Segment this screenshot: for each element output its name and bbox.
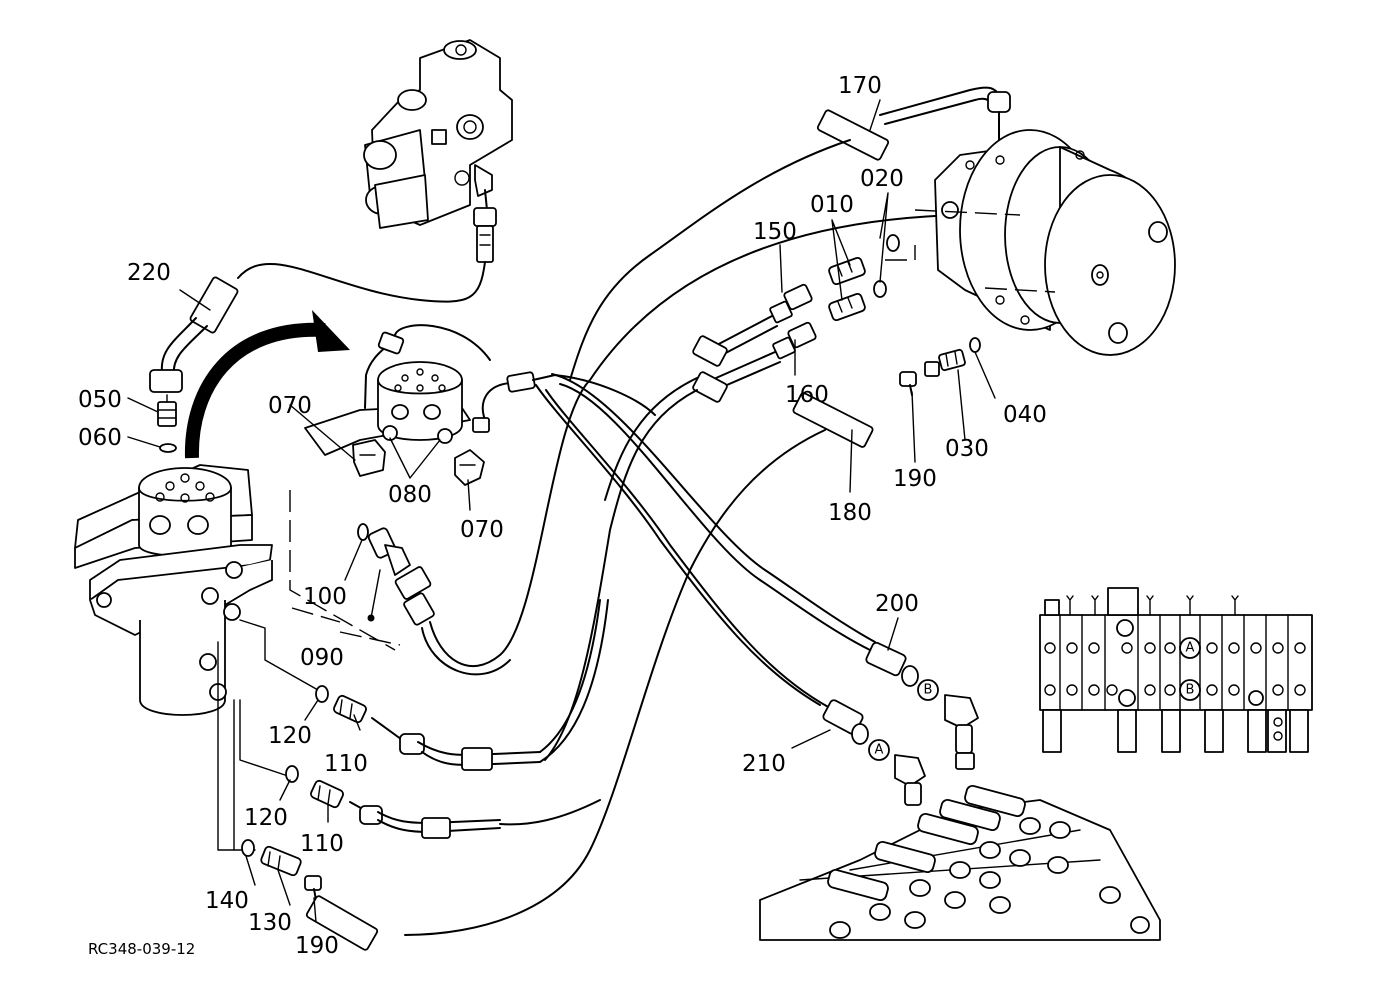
fitting-190a (899, 371, 917, 396)
adapter-130 (260, 845, 302, 877)
label-090: 090 (300, 645, 344, 671)
port-b-hose-label: B (924, 683, 933, 698)
label-190-top: 190 (893, 466, 937, 492)
adapter-010b (828, 292, 866, 322)
travel-motor (885, 129, 1176, 356)
label-200: 200 (875, 591, 919, 617)
o-ring-060 (159, 443, 177, 453)
label-020: 020 (860, 166, 904, 192)
hose-180 (404, 392, 874, 936)
label-120-bottom: 120 (244, 805, 288, 831)
label-080: 080 (388, 482, 432, 508)
swivel-joint-main (74, 464, 273, 716)
label-220: 220 (127, 260, 171, 286)
o-ring-020a (886, 234, 900, 252)
label-060: 060 (78, 425, 122, 451)
adapter-030 (924, 348, 966, 377)
elbow-100 (367, 214, 961, 676)
adapter-110a (333, 599, 609, 771)
adapter-010a (828, 256, 866, 286)
hose-200 (551, 373, 979, 770)
label-110-top: 110 (324, 751, 368, 777)
hose-170 (569, 86, 1011, 381)
label-190-bottom: 190 (295, 933, 339, 959)
hose-220 (149, 261, 486, 393)
port-b-valve-label: B (1186, 683, 1195, 698)
hose-end-lower (305, 895, 379, 951)
label-100: 100 (303, 584, 347, 610)
label-110-bottom: 110 (300, 831, 344, 857)
label-070-right: 070 (460, 517, 504, 543)
hose-210 (535, 384, 926, 806)
swivel-joint-detail (304, 324, 656, 486)
label-040: 040 (1003, 402, 1047, 428)
label-010: 010 (810, 192, 854, 218)
hose-160 (544, 321, 817, 761)
label-030: 030 (945, 436, 989, 462)
leader-lines (127, 99, 996, 923)
direction-arrow (184, 310, 350, 459)
label-050: 050 (78, 387, 122, 413)
solenoid-valve (363, 39, 513, 263)
o-ring-020b (873, 280, 887, 298)
o-ring-140 (241, 839, 255, 857)
part-labels: 170 020 010 150 160 040 030 190 180 220 … (78, 73, 1047, 959)
o-ring-100 (357, 523, 369, 541)
label-170: 170 (838, 73, 882, 99)
port-a-hose-label: A (875, 743, 884, 758)
adapter-110b (310, 779, 601, 839)
control-valve (759, 784, 1161, 941)
port-a-valve-label: A (1186, 641, 1195, 656)
o-ring-040 (969, 337, 981, 353)
label-070-left: 070 (268, 393, 312, 419)
reference-code: RC348-039-12 (88, 940, 195, 958)
label-140: 140 (205, 888, 249, 914)
o-ring-120a (315, 685, 329, 703)
hose-150 (692, 283, 813, 367)
o-ring-120b (285, 765, 299, 783)
label-210: 210 (742, 751, 786, 777)
label-120-top: 120 (268, 723, 312, 749)
fitting-050 (157, 394, 177, 427)
label-180: 180 (828, 500, 872, 526)
label-160: 160 (785, 382, 829, 408)
label-150: 150 (753, 219, 797, 245)
valve-port-schematic: A B (1039, 587, 1313, 753)
label-130: 130 (248, 910, 292, 936)
